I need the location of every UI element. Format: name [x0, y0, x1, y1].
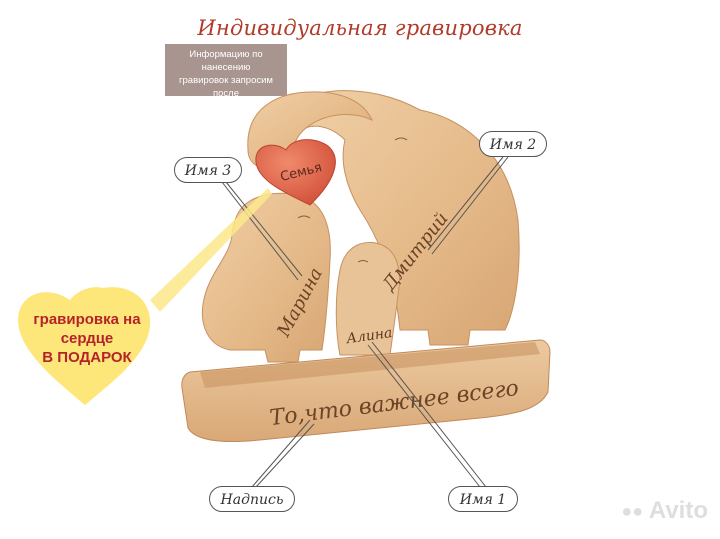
wooden-base	[181, 339, 551, 442]
callout-inscription: Надпись	[209, 486, 295, 512]
info-note-line: гравировок запросим после	[179, 75, 273, 99]
gift-heart-line: сердце	[60, 330, 114, 347]
callout-name3: Имя 3	[174, 157, 242, 183]
callout-name1: Имя 1	[448, 486, 518, 512]
avito-watermark: ●● Avito	[621, 497, 708, 525]
gift-heart-line: гравировка на	[33, 311, 141, 328]
gift-heart-text: гравировка на сердце В ПОДАРОК	[28, 310, 146, 367]
big-elephant-piece	[299, 90, 520, 346]
info-note: Информацию по нанесению гравировок запро…	[165, 44, 287, 112]
gift-heart-line: В ПОДАРОК	[42, 349, 132, 366]
avito-logo-icon: ●●	[621, 501, 644, 522]
info-note-line: Информацию по нанесению	[189, 49, 263, 73]
watermark-text: Avito	[648, 497, 708, 524]
info-note-line: оформления заказа в чате	[166, 101, 286, 112]
callout-name2: Имя 2	[479, 131, 547, 157]
baby-elephant-engraving: Алина	[345, 325, 394, 347]
red-heart-piece	[255, 139, 336, 206]
gift-ray	[150, 188, 272, 312]
page-title: Индивидуальная гравировка	[197, 16, 523, 40]
gift-heart-shape	[18, 287, 151, 405]
baby-elephant-piece	[335, 241, 400, 356]
